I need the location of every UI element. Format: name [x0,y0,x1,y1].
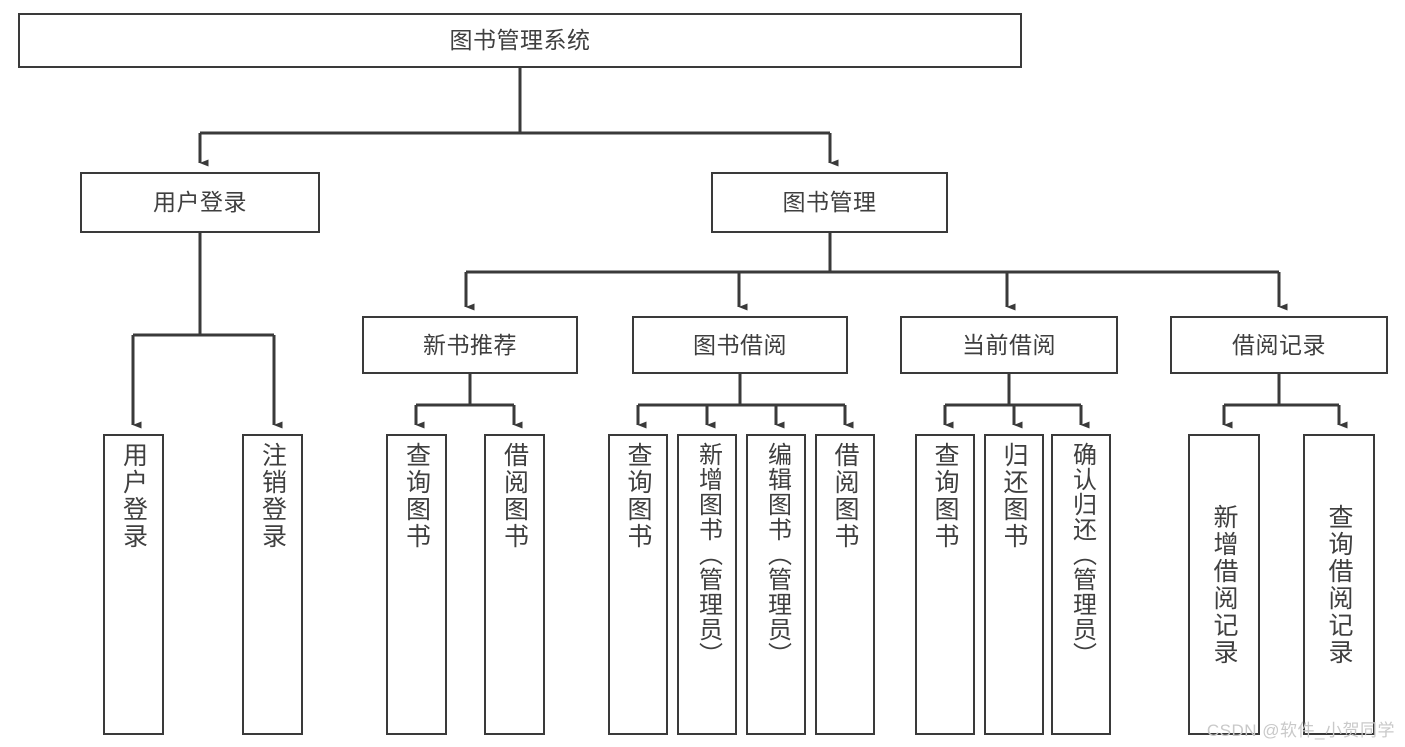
node-leaf-0-label: 用户登录 [119,442,148,550]
node-leaf-4[interactable]: 查询图书 [608,434,668,735]
node-level3-2-label: 当前借阅 [962,331,1056,358]
node-leaf-12[interactable]: 查询借阅记录 [1303,434,1375,735]
node-level3-1-label: 图书借阅 [693,331,787,358]
node-level3-3[interactable]: 借阅记录 [1170,316,1388,374]
node-leaf-2-label: 查询图书 [402,442,431,550]
node-leaf-7[interactable]: 借阅图书 [815,434,875,735]
node-leaf-9[interactable]: 归还图书 [984,434,1044,735]
node-level3-0-label: 新书推荐 [423,331,517,358]
node-level2-0[interactable]: 用户登录 [80,172,320,233]
node-leaf-4-label: 查询图书 [624,442,652,550]
node-leaf-10-label: 确认归还（管理员） [1068,442,1096,667]
node-leaf-0[interactable]: 用户登录 [103,434,164,735]
node-leaf-3[interactable]: 借阅图书 [484,434,545,735]
node-leaf-9-label: 归还图书 [1000,442,1028,550]
node-leaf-6[interactable]: 编辑图书（管理员） [746,434,806,735]
node-leaf-12-label: 查询借阅记录 [1325,503,1353,666]
node-leaf-8[interactable]: 查询图书 [915,434,975,735]
node-leaf-8-label: 查询图书 [931,442,959,550]
node-leaf-3-label: 借阅图书 [500,442,529,550]
node-leaf-2[interactable]: 查询图书 [386,434,447,735]
node-level3-0[interactable]: 新书推荐 [362,316,578,374]
node-leaf-11-label: 新增借阅记录 [1210,503,1238,666]
node-leaf-7-label: 借阅图书 [831,442,859,550]
node-leaf-5[interactable]: 新增图书（管理员） [677,434,737,735]
node-root[interactable]: 图书管理系统 [18,13,1022,68]
node-leaf-1-label: 注销登录 [258,442,287,550]
node-level3-2[interactable]: 当前借阅 [900,316,1118,374]
node-level2-1[interactable]: 图书管理 [711,172,948,233]
node-leaf-1[interactable]: 注销登录 [242,434,303,735]
node-level2-1-label: 图书管理 [782,189,877,215]
node-level3-1[interactable]: 图书借阅 [632,316,848,374]
node-level3-3-label: 借阅记录 [1232,331,1326,358]
node-leaf-10[interactable]: 确认归还（管理员） [1051,434,1111,735]
node-leaf-5-label: 新增图书（管理员） [694,442,722,667]
node-leaf-6-label: 编辑图书（管理员） [763,442,791,667]
node-level2-0-label: 用户登录 [153,189,247,215]
watermark-text: CSDN @软件_小贺同学 [1206,721,1395,740]
node-leaf-11[interactable]: 新增借阅记录 [1188,434,1260,735]
node-root-label: 图书管理系统 [449,27,591,53]
